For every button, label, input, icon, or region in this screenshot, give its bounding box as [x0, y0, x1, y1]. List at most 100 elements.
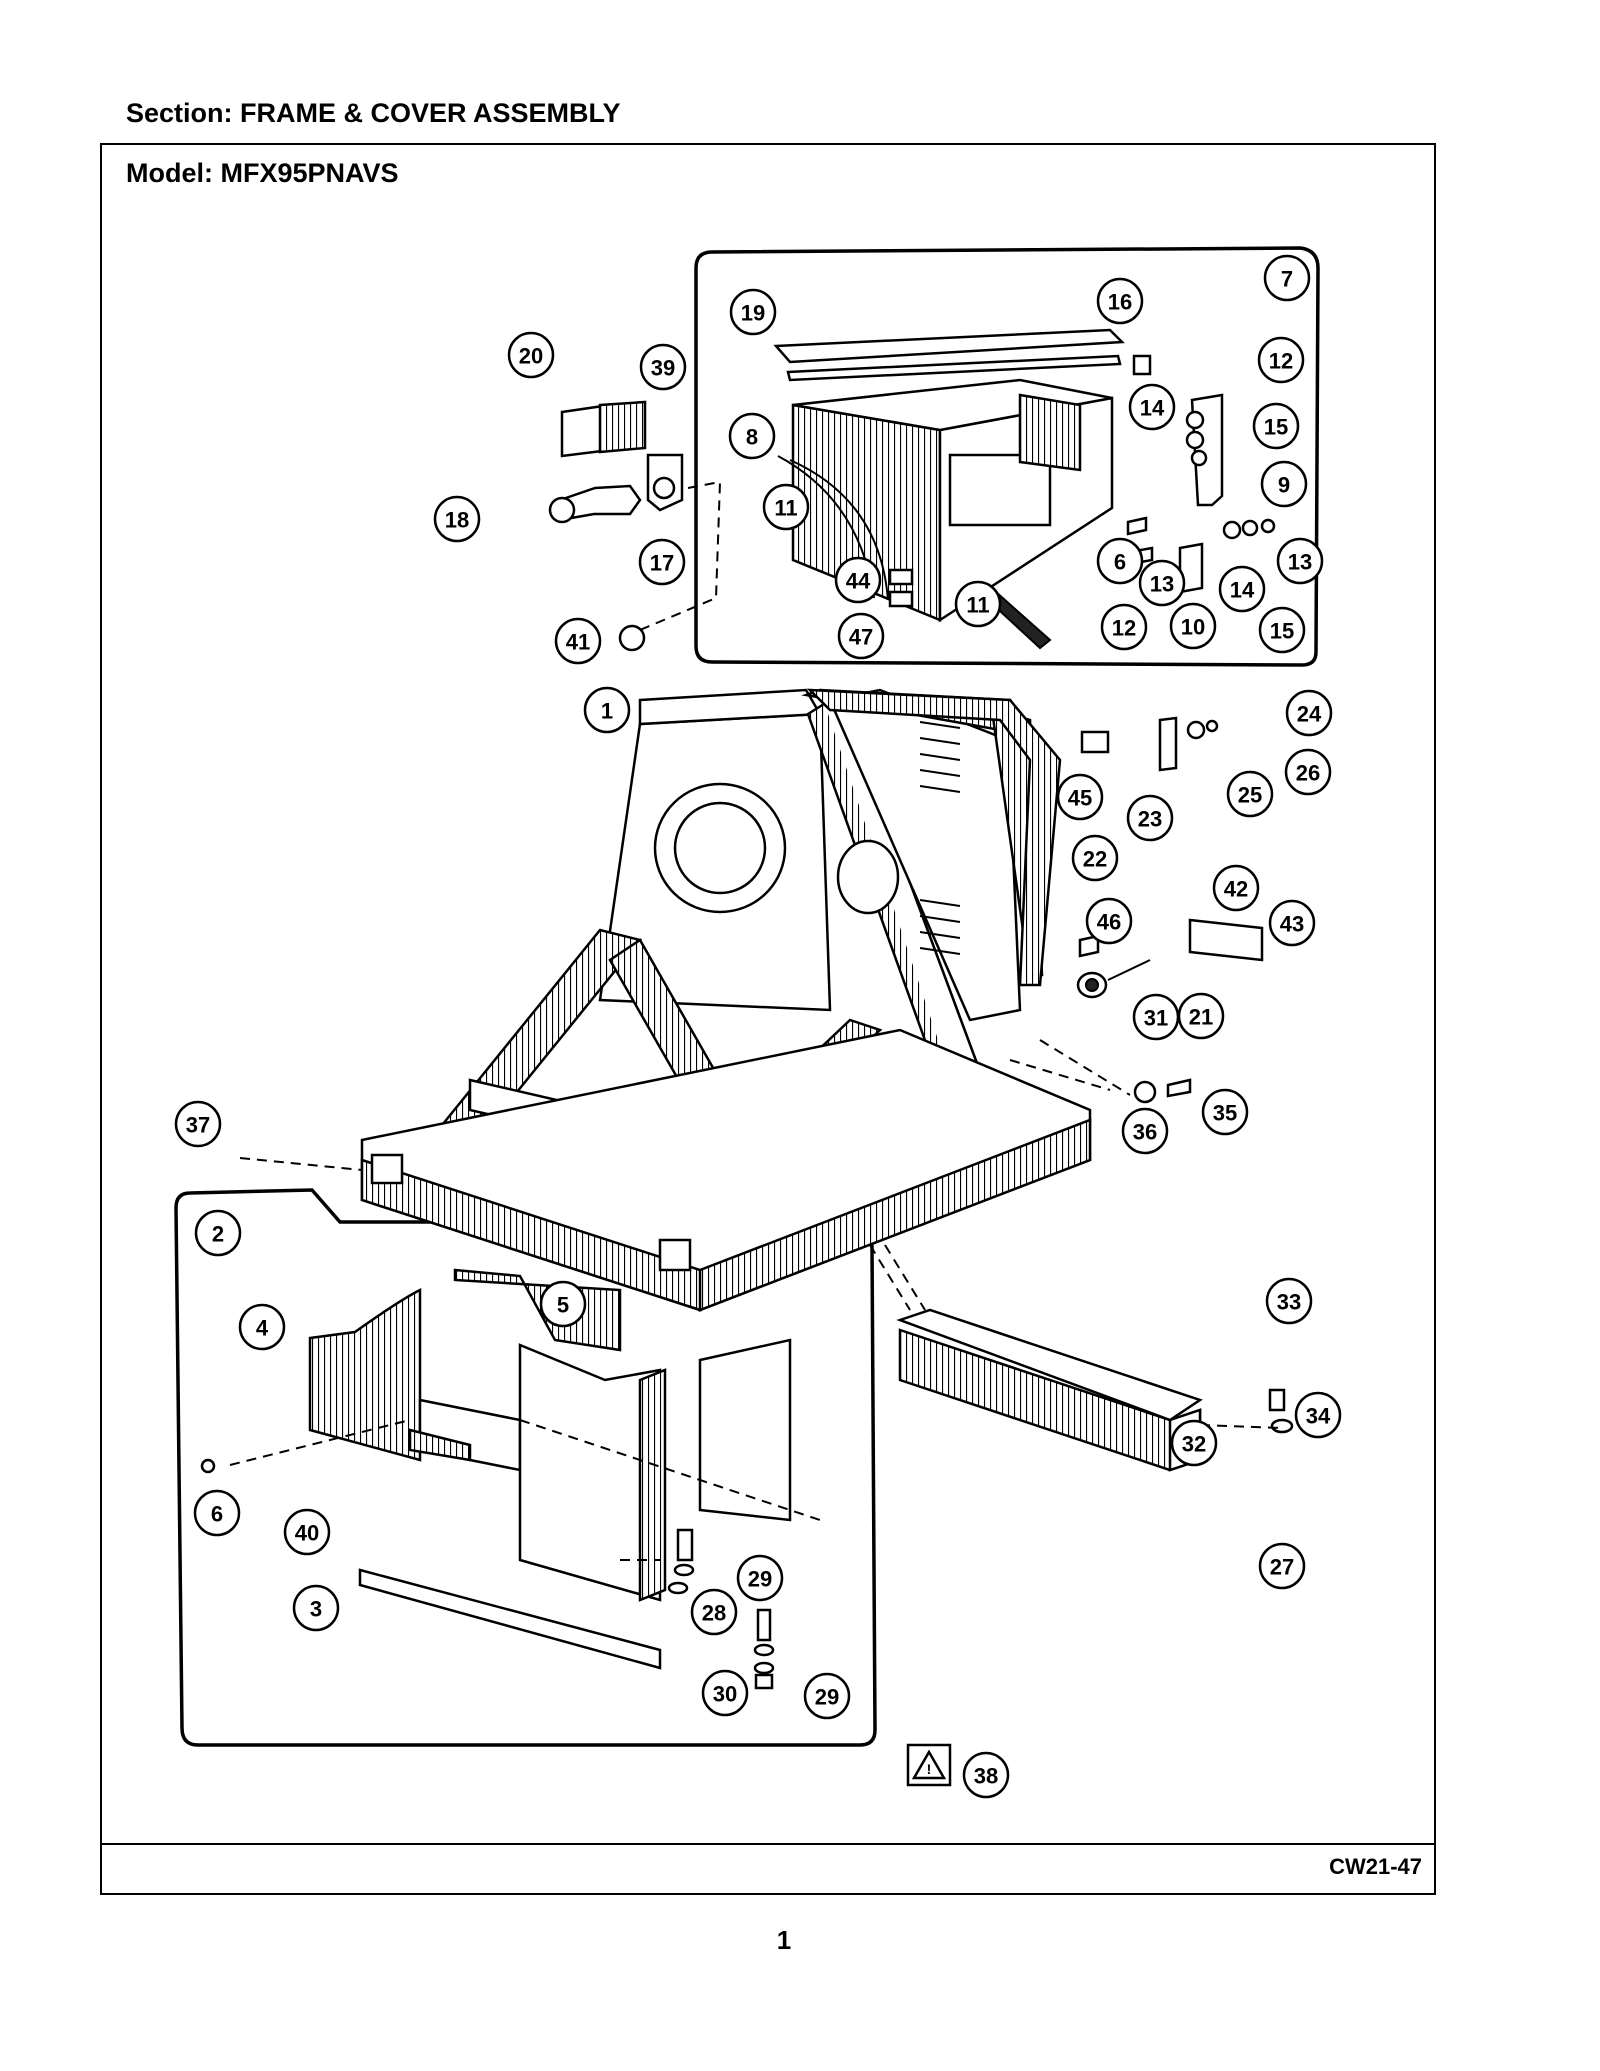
callout-number: 14: [1140, 396, 1165, 421]
callout-circle: [1265, 1277, 1313, 1325]
callout-number: 13: [1288, 550, 1312, 575]
callout-number: 39: [651, 356, 675, 381]
callout-number: 15: [1264, 415, 1288, 440]
callout-circle: [539, 1280, 587, 1328]
callout-number: 35: [1213, 1101, 1237, 1126]
callout-number: 25: [1238, 783, 1262, 808]
callout-24: 24: [1285, 689, 1333, 737]
callout-circle: [292, 1584, 340, 1632]
callout-36: 36: [1121, 1107, 1169, 1155]
callout-32: 32: [1170, 1419, 1218, 1467]
callout-number: 30: [713, 1682, 737, 1707]
callout-12: 12: [1100, 603, 1148, 651]
callout-circle: [1096, 277, 1144, 325]
callout-number: 5: [557, 1293, 569, 1318]
callout-number: 26: [1296, 761, 1320, 786]
callout-20: 20: [507, 331, 555, 379]
callout-6: 6: [193, 1489, 241, 1537]
page-number: 1: [776, 1925, 792, 1955]
callout-47: 47: [837, 612, 885, 660]
callout-number: 13: [1150, 572, 1174, 597]
callout-14: 14: [1128, 383, 1176, 431]
callout-number: 2: [212, 1222, 224, 1247]
callout-circle: [1126, 794, 1174, 842]
callout-38: 38: [962, 1751, 1010, 1799]
callout-11: 11: [762, 483, 810, 531]
callout-33: 33: [1265, 1277, 1313, 1325]
callout-number: 8: [746, 425, 758, 450]
callout-circle: [1085, 897, 1133, 945]
callout-circle: [433, 495, 481, 543]
footer-divider: [100, 1843, 1436, 1845]
callout-21: 21: [1177, 992, 1225, 1040]
main-frame-drawing: [239, 688, 1131, 1312]
callout-circle: [1263, 254, 1311, 302]
callout-number: 23: [1138, 807, 1162, 832]
callout-circle: [1100, 603, 1148, 651]
callout-28: 28: [690, 1588, 738, 1636]
callout-circle: [837, 612, 885, 660]
callout-circle: [1284, 748, 1332, 796]
callout-13: 13: [1138, 559, 1186, 607]
callout-circle: [1128, 383, 1176, 431]
callout-number: 46: [1097, 910, 1121, 935]
callout-35: 35: [1201, 1088, 1249, 1136]
callout-19: 19: [729, 288, 777, 336]
callout-circle: [174, 1100, 222, 1148]
callout-number: 29: [748, 1567, 772, 1592]
diagram-code: CW21-47: [1329, 1854, 1422, 1879]
callout-number: 21: [1189, 1005, 1213, 1030]
callout-circle: [1294, 1391, 1342, 1439]
callout-18: 18: [433, 495, 481, 543]
callout-40: 40: [283, 1508, 331, 1556]
callout-3: 3: [292, 1584, 340, 1632]
callout-circle: [554, 617, 602, 665]
callout-circle: [962, 1751, 1010, 1799]
callout-circle: [1056, 773, 1104, 821]
callout-number: 12: [1112, 616, 1136, 641]
callout-13: 13: [1276, 537, 1324, 585]
callout-31: 31: [1132, 993, 1180, 1041]
callout-6: 6: [1096, 537, 1144, 585]
callout-circle: [1252, 402, 1300, 450]
callout-number: 22: [1083, 847, 1107, 872]
callout-circle: [834, 556, 882, 604]
side-panel-drawing: [806, 688, 1264, 1104]
callout-circle: [803, 1672, 851, 1720]
callout-number: 45: [1068, 786, 1092, 811]
callout-circle: [1226, 770, 1274, 818]
callout-number: 18: [445, 508, 469, 533]
callout-circle: [507, 331, 555, 379]
callout-4: 4: [238, 1303, 286, 1351]
callout-number: 38: [974, 1764, 998, 1789]
callout-number: 10: [1181, 615, 1205, 640]
callout-circle: [638, 538, 686, 586]
callout-9: 9: [1260, 460, 1308, 508]
callout-34: 34: [1294, 1391, 1342, 1439]
callout-43: 43: [1268, 899, 1316, 947]
callout-number: 41: [566, 630, 590, 655]
callout-26: 26: [1284, 748, 1332, 796]
callout-number: 7: [1281, 267, 1293, 292]
warning-label-icon: !: [906, 1743, 952, 1787]
callout-number: 6: [211, 1502, 223, 1527]
callout-5: 5: [539, 1280, 587, 1328]
callout-layer: 1234566789101111121213131414151516171819…: [174, 254, 1342, 1799]
callout-16: 16: [1096, 277, 1144, 325]
callout-number: 36: [1133, 1120, 1157, 1145]
callout-number: 43: [1280, 912, 1304, 937]
model-title: Model: MFX95PNAVS: [126, 158, 399, 188]
callout-25: 25: [1226, 770, 1274, 818]
callout-14: 14: [1218, 565, 1266, 613]
callout-number: 20: [519, 344, 543, 369]
section-title: Section: FRAME & COVER ASSEMBLY: [126, 98, 621, 128]
callout-circle: [1121, 1107, 1169, 1155]
callout-circle: [283, 1508, 331, 1556]
callout-circle: [1276, 537, 1324, 585]
callout-circle: [1260, 460, 1308, 508]
callout-10: 10: [1169, 602, 1217, 650]
callout-15: 15: [1252, 402, 1300, 450]
lower-panel-drawing: [200, 1268, 821, 1690]
callout-circle: [1201, 1088, 1249, 1136]
